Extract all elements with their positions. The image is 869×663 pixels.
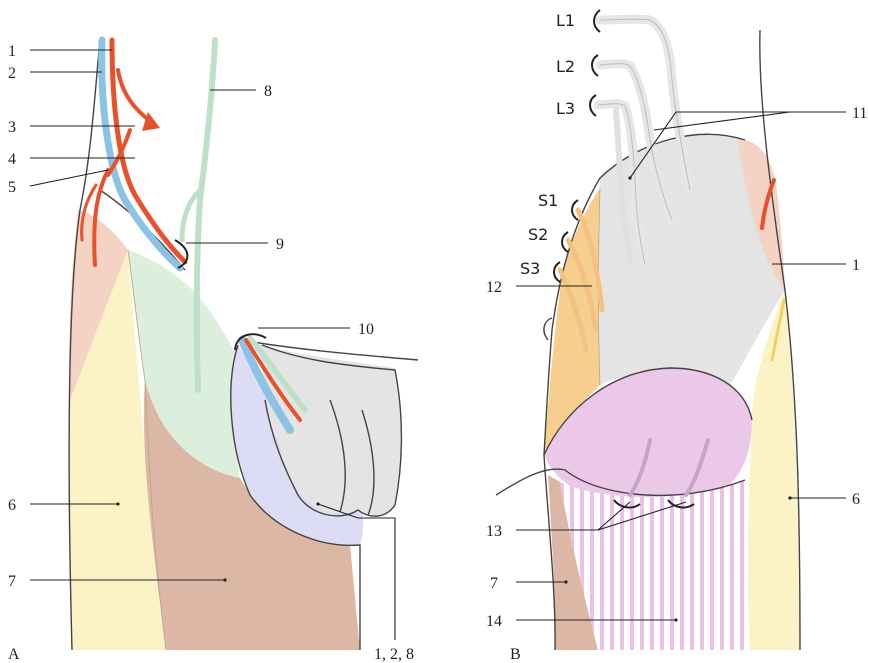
label-b12: 12	[486, 279, 502, 296]
panel-b: L1 L2 L3 11 S1 S2 S3 12 1 6 13 7 14 B	[486, 10, 867, 663]
label-b1: 1	[852, 257, 860, 274]
label-a5: 5	[8, 179, 16, 196]
label-bL1: L1	[556, 11, 575, 30]
label-bS2: S2	[528, 225, 548, 244]
label-a4: 4	[8, 151, 16, 168]
dot-a128	[316, 502, 319, 505]
label-a128: 1, 2, 8	[374, 646, 414, 663]
label-a8: 8	[264, 83, 272, 100]
dot-a6	[116, 502, 119, 505]
label-b14: 14	[486, 613, 502, 630]
label-bS1: S1	[538, 191, 558, 210]
label-b6: 6	[852, 491, 860, 508]
label-a9: 9	[276, 236, 284, 253]
label-a1: 1	[8, 43, 16, 60]
label-bL2: L2	[556, 57, 575, 76]
dot-b11	[628, 176, 631, 179]
dot-b6	[788, 496, 791, 499]
label-b13: 13	[486, 523, 502, 540]
label-a6: 6	[8, 497, 16, 514]
label-a7: 7	[8, 573, 16, 590]
label-b11: 11	[852, 105, 867, 122]
label-a10: 10	[358, 321, 374, 338]
label-a3: 3	[8, 119, 16, 136]
dot-b7	[564, 580, 567, 583]
dot-a7	[223, 578, 226, 581]
panel-a: 1 2 3 4 5 8 9 10 6 7 1, 2, 8 A	[8, 40, 418, 663]
label-a2: 2	[8, 65, 16, 82]
panel-label-a: A	[8, 646, 20, 663]
label-bL3: L3	[556, 99, 575, 118]
panel-label-b: B	[510, 646, 521, 663]
label-bS3: S3	[520, 259, 540, 278]
dot-b14	[674, 618, 677, 621]
label-b7: 7	[490, 575, 498, 592]
